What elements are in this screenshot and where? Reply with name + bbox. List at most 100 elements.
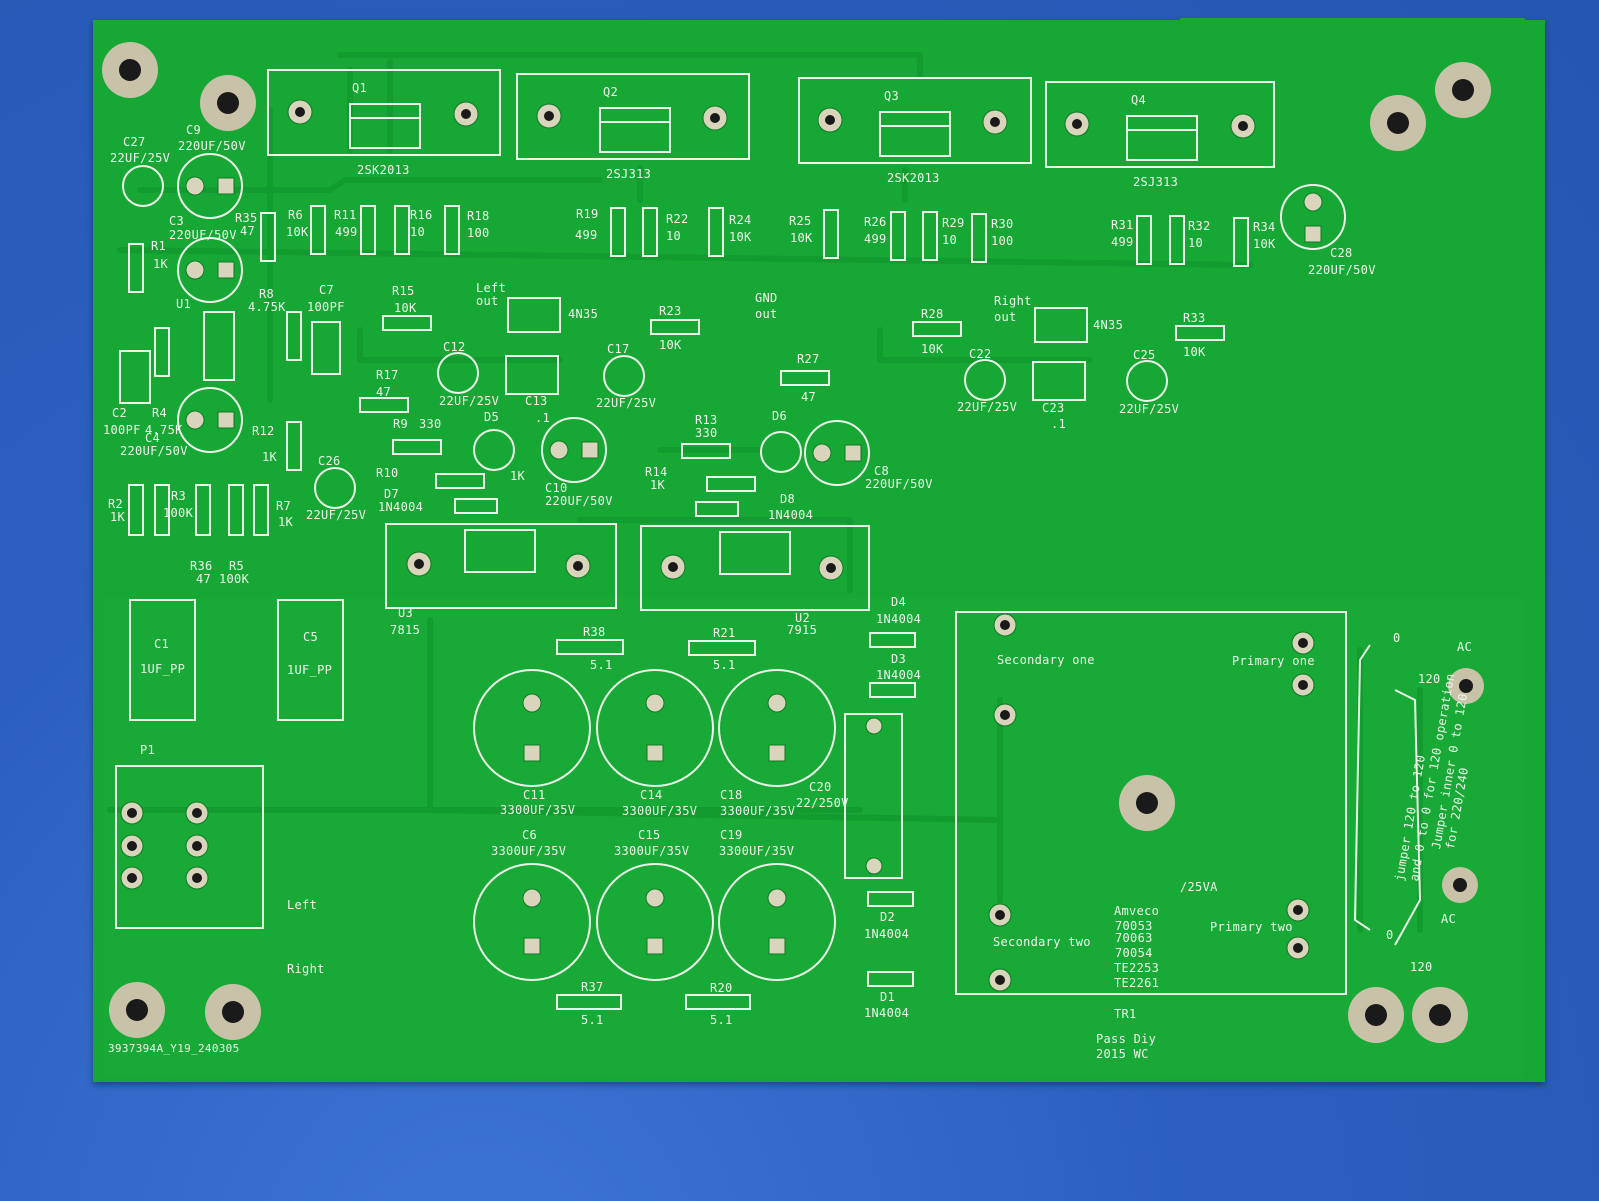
c26-label: C26	[318, 454, 341, 468]
r9-value: 330	[419, 417, 442, 431]
r11-label: R11	[334, 208, 357, 222]
jumper-120-top: 120	[1418, 672, 1441, 686]
r23-value: 10K	[659, 338, 682, 352]
c6-label: C6	[522, 828, 538, 842]
model-3: 70054	[1115, 946, 1153, 960]
r10-label: R10	[376, 466, 399, 480]
pass-diy-label: Pass Diy	[1096, 1032, 1157, 1046]
q2-label: Q2	[603, 85, 619, 99]
r23-label: R23	[659, 304, 682, 318]
u4n35-right: 4N35	[1093, 318, 1124, 332]
c7-label: C7	[319, 283, 335, 297]
board-serial: 3937394A_Y19_240305	[108, 1042, 240, 1055]
c22-label: C22	[969, 347, 992, 361]
tr1-label: TR1	[1114, 1007, 1137, 1021]
d1-value: 1N4004	[864, 1006, 910, 1020]
r12-label: R12	[252, 424, 275, 438]
r36-value: 47	[196, 572, 212, 586]
jumper-0-top: 0	[1393, 631, 1401, 645]
c2-label: C2	[112, 406, 128, 420]
c25-value: 22UF/25V	[1119, 402, 1180, 416]
model-2: 70063	[1115, 931, 1153, 945]
r31-label: R31	[1111, 218, 1134, 232]
gnd-out-label: GND out	[755, 291, 778, 321]
c2-value: 100PF	[103, 423, 141, 437]
left-input-label: Left	[287, 898, 318, 912]
c18-label: C18	[720, 788, 743, 802]
u3-value: 7815	[390, 623, 421, 637]
year-credit-label: 2015 WC	[1096, 1047, 1149, 1061]
q4-label: Q4	[1131, 93, 1147, 107]
r1-value: 1K	[153, 257, 169, 271]
c8-value: 220UF/50V	[865, 477, 933, 491]
r21-label: R21	[713, 626, 736, 640]
c4-value: 220UF/50V	[120, 444, 188, 458]
r11-value: 499	[335, 225, 358, 239]
left-out-label: Left out	[476, 281, 507, 308]
r19-label: R19	[576, 207, 599, 221]
c17-label: C17	[607, 342, 630, 356]
r20-value: 5.1	[710, 1013, 733, 1027]
r36-label: R36	[190, 559, 213, 573]
c10-label: C10	[545, 481, 568, 495]
r13-value: 330	[695, 426, 718, 440]
jumper-0-bottom: 0	[1386, 928, 1394, 942]
primary-two-label: Primary two	[1210, 920, 1293, 934]
r7-label: R7	[276, 499, 292, 513]
d8-label: D8	[780, 492, 796, 506]
amveco-label: Amveco	[1114, 904, 1160, 918]
secondary-one-label: Secondary one	[997, 653, 1095, 667]
c13-value: .1	[535, 411, 551, 425]
c3-label: C3	[169, 214, 185, 228]
c27-value: 22UF/25V	[110, 151, 171, 165]
q2-part: 2SJ313	[606, 167, 652, 181]
c15-value: 3300UF/35V	[614, 844, 690, 858]
model-5: TE2261	[1114, 976, 1160, 990]
right-input-label: Right	[287, 962, 325, 976]
d7-label: D7	[384, 487, 400, 501]
r34-value: 10K	[1253, 237, 1276, 251]
c9-label: C9	[186, 123, 202, 137]
r22-label: R22	[666, 212, 689, 226]
c18-value: 3300UF/35V	[720, 804, 796, 818]
r27-value: 47	[801, 390, 817, 404]
c19-value: 3300UF/35V	[719, 844, 795, 858]
r16-value: 10	[410, 225, 426, 239]
r29-value: 10	[942, 233, 958, 247]
c26-value: 22UF/25V	[306, 508, 367, 522]
d2-value: 1N4004	[864, 927, 910, 941]
r38-label: R38	[583, 625, 606, 639]
q3-part: 2SK2013	[887, 171, 940, 185]
r25-value: 10K	[790, 231, 813, 245]
r14-label: R14	[645, 465, 668, 479]
r34-label: R34	[1253, 220, 1276, 234]
d2-label: D2	[880, 910, 896, 924]
r28-value: 10K	[921, 342, 944, 356]
r31-value: 499	[1111, 235, 1134, 249]
model-4: TE2253	[1114, 961, 1160, 975]
r25-label: R25	[789, 214, 812, 228]
c15-label: C15	[638, 828, 661, 842]
d3-value: 1N4004	[876, 668, 922, 682]
primary-one-label: Primary one	[1232, 654, 1315, 668]
c8-label: C8	[874, 464, 890, 478]
d4-value: 1N4004	[876, 612, 922, 626]
r3-label: R3	[171, 489, 187, 503]
c28-value: 220UF/50V	[1308, 263, 1376, 277]
r13-label: R13	[695, 413, 718, 427]
c20-label: C20	[809, 780, 832, 794]
c28-label: C28	[1330, 246, 1353, 260]
c9-value: 220UF/50V	[178, 139, 246, 153]
c27-label: C27	[123, 135, 146, 149]
d1-label: D1	[880, 990, 896, 1004]
r17-value: 47	[376, 385, 392, 399]
r24-value: 10K	[729, 230, 752, 244]
r9-label: R9	[393, 417, 409, 431]
c1-label: C1	[154, 637, 170, 651]
r30-value: 100	[991, 234, 1014, 248]
u3-label: U3	[398, 606, 414, 620]
secondary-two-label: Secondary two	[993, 935, 1091, 949]
mounting-holes	[102, 42, 1491, 1043]
c14-label: C14	[640, 788, 663, 802]
